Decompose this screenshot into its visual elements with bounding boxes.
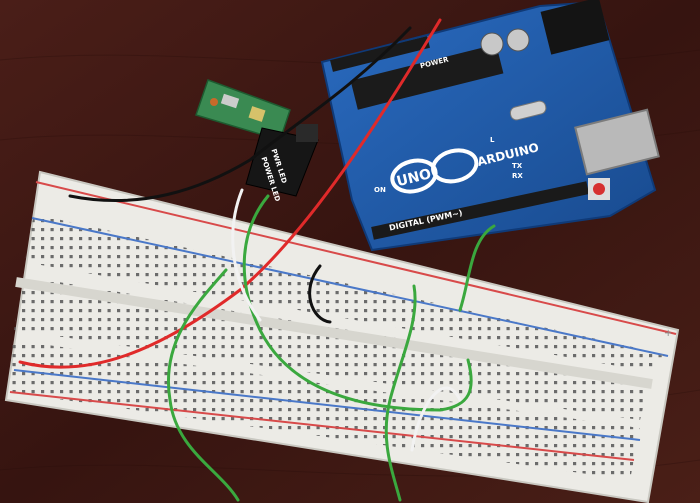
wire-green-4 (384, 284, 417, 502)
atmega-chip (350, 44, 504, 110)
rx-label: RX (512, 172, 523, 180)
crystal (509, 100, 547, 121)
tx-label: TX (512, 162, 523, 170)
power-header (330, 36, 430, 72)
center-channel (15, 277, 653, 389)
plus-sign-top: + (664, 328, 672, 339)
minus-sign-top: - (660, 350, 664, 361)
wire-green-2 (458, 224, 496, 312)
on-led-label: ON (374, 186, 386, 194)
capacitor (480, 32, 504, 56)
wire-white-2 (410, 386, 462, 452)
capacitor (506, 28, 530, 52)
rail-blue-top (31, 217, 669, 357)
rail-red-bottom (9, 391, 635, 461)
reset-button-cap (593, 183, 605, 195)
usb-connector (574, 108, 660, 176)
wire-black-jumper (308, 264, 332, 324)
power-jack (540, 0, 610, 55)
l-led-label: L (490, 136, 495, 144)
rail-red-top (35, 181, 677, 335)
wire-green-3 (167, 268, 240, 502)
wire-black (68, 26, 412, 203)
wires (18, 18, 496, 502)
wire-white (231, 188, 262, 322)
pwr-led-module: PWR LED POWER LED (245, 124, 319, 203)
wire-green-1 (242, 194, 473, 412)
digital-header (371, 181, 590, 240)
arduino-uno-board: UNO ARDUINO DIGITAL (PWM~) POWER ON TX R… (320, 0, 660, 252)
rail-blue-mid (13, 369, 641, 441)
